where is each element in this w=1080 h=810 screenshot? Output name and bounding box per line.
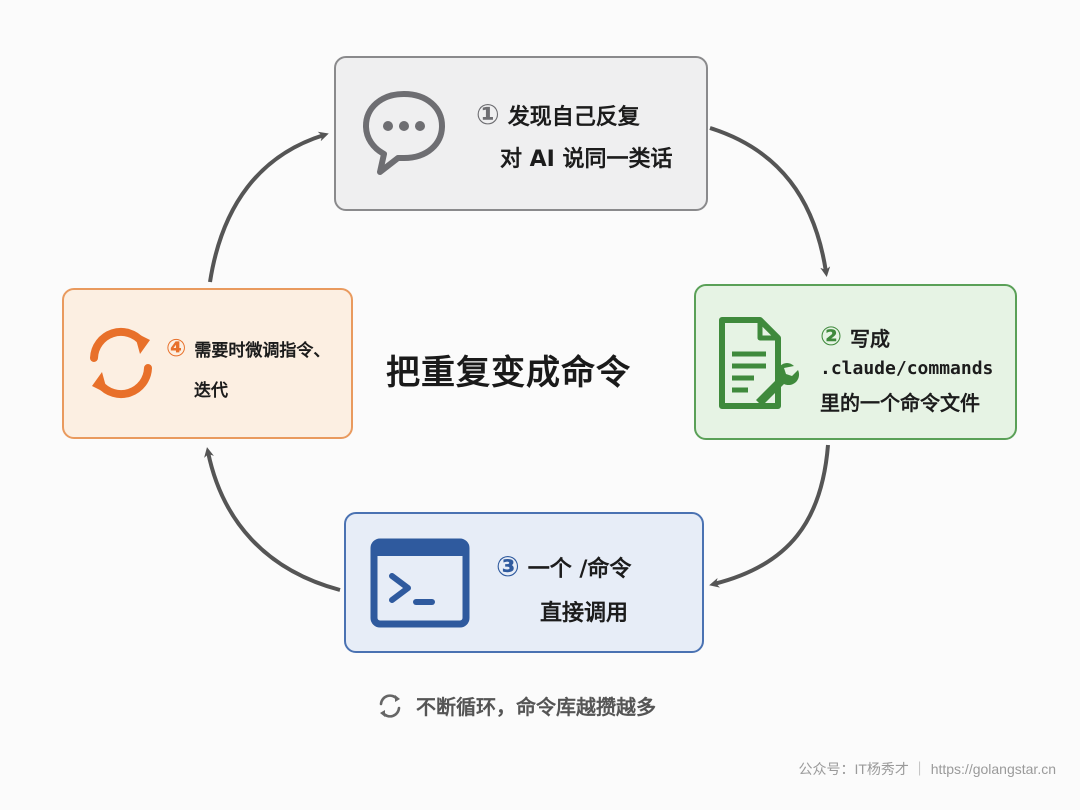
step-1-line-1: 发现自己反复	[507, 104, 640, 130]
step-1-line-2: 对 AI 说同一类话	[500, 147, 673, 172]
diagram-title: 把重复变成命令	[386, 353, 631, 393]
terminal-icon	[370, 538, 470, 628]
arrow-step1-to-step2	[709, 126, 831, 277]
arrow-step3-to-step4	[204, 447, 341, 592]
footer-note: 不断循环，命令库越攒越多	[376, 691, 656, 720]
loop-icon	[379, 693, 401, 718]
step-1-text: ① 发现自己反复 对 AI 说同一类话	[476, 98, 673, 173]
step-2-text: ② 写成 .claude/commands 里的一个命令文件	[820, 322, 993, 416]
step-4-text: ④ 需要时微调指令、 迭代	[166, 334, 330, 401]
step-4-line-1: 需要时微调指令、	[194, 340, 331, 361]
step-2-line-2: .claude/commands	[820, 358, 994, 379]
step-3-number: ③	[496, 550, 520, 583]
step-3-line-2: 直接调用	[540, 601, 629, 626]
step-3-box: ③ 一个 /命令 直接调用	[344, 512, 704, 653]
step-2-line-3: 里的一个命令文件	[820, 391, 980, 415]
chat-bubble-icon	[358, 86, 450, 178]
arrow-step4-to-step1	[208, 131, 329, 283]
step-3-line-1: 一个 /命令	[527, 556, 632, 582]
step-2-box: ② 写成 .claude/commands 里的一个命令文件	[694, 284, 1017, 440]
refresh-cycle-icon	[80, 322, 162, 404]
step-2-number: ②	[820, 322, 843, 352]
arrow-step2-to-step3	[709, 444, 830, 588]
footer-note-text: 不断循环，命令库越攒越多	[416, 695, 656, 719]
step-1-box: ① 发现自己反复 对 AI 说同一类话	[334, 56, 708, 211]
step-4-line-2: 迭代	[194, 381, 228, 401]
step-1-number: ①	[476, 98, 500, 131]
step-4-number: ④	[166, 334, 187, 362]
watermark: 公众号：IT杨秀才 ｜ https://golangstar.cn	[798, 761, 1056, 777]
file-wrench-icon	[714, 314, 804, 414]
step-3-text: ③ 一个 /命令 直接调用	[496, 550, 631, 627]
step-2-line-1: 写成	[850, 326, 891, 351]
step-4-box: ④ 需要时微调指令、 迭代	[62, 288, 353, 439]
